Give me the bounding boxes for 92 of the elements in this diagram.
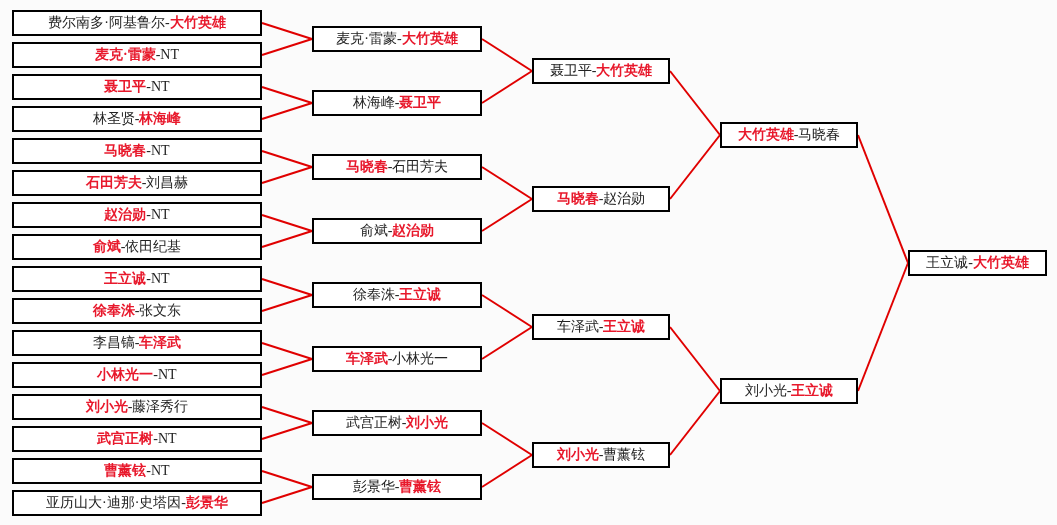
match-label: 马晓春-石田芳夫 (345, 158, 449, 176)
match-box (12, 394, 262, 420)
match-box (12, 202, 262, 228)
match-box (532, 186, 670, 212)
match-label: 刘小光-王立诚 (744, 382, 834, 400)
bracket-line (481, 38, 533, 72)
match-label: 林海峰-聂卫平 (352, 94, 442, 112)
match-label: 亚历山大·迪那·史塔因-彭景华 (46, 494, 228, 512)
bracket-line (669, 70, 721, 136)
bracket-line (261, 214, 313, 232)
match-box (12, 266, 262, 292)
match-box (908, 250, 1047, 276)
match-box (312, 26, 482, 52)
match-label: 石田芳夫-刘昌赫 (85, 174, 189, 192)
bracket-line (481, 198, 533, 232)
match-box (12, 42, 262, 68)
match-label: 马晓春-赵治勋 (556, 190, 646, 208)
match-box (720, 122, 858, 148)
match-label: 俞斌-依田纪基 (92, 238, 182, 256)
bracket-line (261, 294, 313, 312)
match-label: 武宫正树-NT (97, 430, 177, 448)
match-box (12, 330, 262, 356)
bracket-line (261, 342, 313, 360)
bracket-line (261, 486, 313, 504)
match-label: 麦克·雷蒙-NT (95, 46, 179, 64)
bracket-line (261, 358, 313, 376)
match-label: 聂卫平-NT (104, 78, 170, 96)
match-box (312, 346, 482, 372)
match-label: 聂卫平-大竹英雄 (549, 62, 653, 80)
bracket-line (481, 454, 533, 488)
match-box (312, 154, 482, 180)
match-label: 赵治勋-NT (104, 206, 170, 224)
bracket-line (669, 134, 721, 200)
bracket-line (261, 38, 313, 56)
match-label: 林圣贤-林海峰 (92, 110, 182, 128)
match-label: 徐奉洙-王立诚 (352, 286, 442, 304)
bracket-line (857, 262, 909, 392)
match-label: 曹薰铉-NT (104, 462, 170, 480)
match-label: 李昌镐-车泽武 (92, 334, 182, 352)
match-label: 马晓春-NT (104, 142, 170, 160)
bracket-line (261, 22, 313, 40)
bracket-line (261, 150, 313, 168)
match-box (532, 442, 670, 468)
match-box (312, 474, 482, 500)
match-box (12, 234, 262, 260)
match-box (312, 282, 482, 308)
match-box (12, 170, 262, 196)
bracket-line (261, 230, 313, 248)
match-box (12, 106, 262, 132)
match-label: 大竹英雄-马晓春 (737, 126, 841, 144)
match-box (12, 74, 262, 100)
match-label: 彭景华-曹薰铉 (352, 478, 442, 496)
match-box (12, 10, 262, 36)
match-label: 麦克·雷蒙-大竹英雄 (336, 30, 458, 48)
bracket-line (261, 166, 313, 184)
match-label: 王立诚-大竹英雄 (926, 254, 1029, 272)
match-box (12, 362, 262, 388)
match-box (12, 490, 262, 516)
match-box (12, 138, 262, 164)
bracket-line (481, 166, 533, 200)
match-label: 武宫正树-刘小光 (345, 414, 449, 432)
bracket-line (857, 134, 909, 264)
bracket-line (481, 422, 533, 456)
bracket-line (481, 70, 533, 104)
bracket-line (669, 326, 721, 392)
match-box (532, 58, 670, 84)
match-box (720, 378, 858, 404)
match-label: 车泽武-王立诚 (556, 318, 646, 336)
match-box (532, 314, 670, 340)
bracket-line (669, 390, 721, 456)
match-label: 刘小光-曹薰铉 (556, 446, 646, 464)
match-label: 小林光一-NT (97, 366, 177, 384)
match-label: 费尔南多·阿基鲁尔-大竹英雄 (48, 14, 226, 32)
bracket-line (261, 470, 313, 488)
match-label: 刘小光-藤泽秀行 (85, 398, 189, 416)
bracket-line (481, 326, 533, 360)
match-box (12, 298, 262, 324)
bracket-line (261, 406, 313, 424)
bracket-line (261, 102, 313, 120)
bracket-line (261, 86, 313, 104)
bracket-line (261, 422, 313, 440)
match-box (312, 218, 482, 244)
match-box (12, 426, 262, 452)
match-label: 俞斌-赵治勋 (359, 222, 435, 240)
match-label: 徐奉洙-张文东 (92, 302, 182, 320)
bracket-line (481, 294, 533, 328)
match-box (12, 458, 262, 484)
match-box (312, 90, 482, 116)
match-label: 王立诚-NT (104, 270, 170, 288)
bracket-line (261, 278, 313, 296)
match-box (312, 410, 482, 436)
match-label: 车泽武-小林光一 (345, 350, 449, 368)
